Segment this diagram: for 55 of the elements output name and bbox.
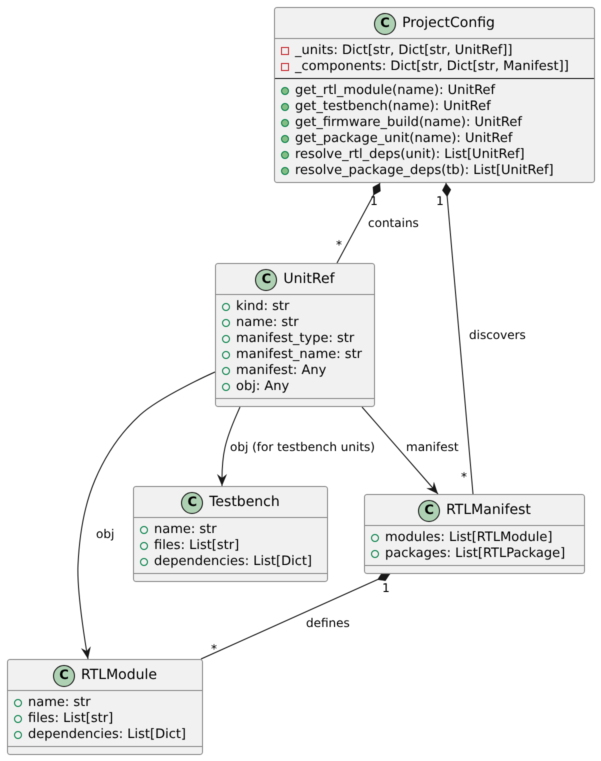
multiplicity-label: 1 xyxy=(382,581,390,595)
attribute-text: kind: str xyxy=(236,299,290,315)
attribute-text: name: str xyxy=(154,522,217,538)
multiplicity-label: 1 xyxy=(370,194,378,208)
edge-label: contains xyxy=(367,216,420,230)
class-name: Testbench xyxy=(209,494,280,511)
method-text: get_testbench(name): UnitRef xyxy=(295,99,491,115)
class-box xyxy=(215,263,375,407)
class-symbol: C xyxy=(255,268,278,290)
attribute-text: files: List[str] xyxy=(154,538,240,554)
class-name: RTLModule xyxy=(81,667,157,684)
attribute-text: _components: Dict[str, Dict[str, Manifest]] xyxy=(295,59,569,75)
composition-line xyxy=(200,572,390,660)
multiplicity-label: * xyxy=(461,470,467,484)
class-box xyxy=(274,7,595,183)
attribute-text: obj: Any xyxy=(236,379,290,395)
class-box xyxy=(133,486,328,582)
class-box xyxy=(364,494,585,574)
edge-label: obj (for testbench units) xyxy=(229,440,376,454)
class-symbol: C xyxy=(418,500,440,522)
attribute-text: name: str xyxy=(28,695,91,711)
association-arrow xyxy=(77,372,216,660)
multiplicity-label: 1 xyxy=(436,194,444,208)
attribute-text: packages: List[RTLPackage] xyxy=(385,546,566,562)
method-text: resolve_package_deps(tb): List[UnitRef] xyxy=(295,163,554,179)
method-text: resolve_rtl_deps(unit): List[UnitRef] xyxy=(295,147,525,163)
class-symbol: C xyxy=(181,492,204,514)
multiplicity-label: * xyxy=(211,642,217,656)
method-text: get_rtl_module(name): UnitRef xyxy=(295,83,496,99)
attribute-text: manifest_type: str xyxy=(236,331,354,347)
method-text: get_package_unit(name): UnitRef xyxy=(295,131,512,147)
edge-label: defines xyxy=(305,616,351,630)
edge-label: discovers xyxy=(468,328,527,342)
method-text: get_firmware_build(name): UnitRef xyxy=(295,115,522,131)
class-name: RTLManifest xyxy=(446,502,531,519)
class-name: UnitRef xyxy=(283,271,335,288)
association-arrow xyxy=(362,406,438,494)
attribute-text: files: List[str] xyxy=(28,711,114,727)
attribute-text: dependencies: List[Dict] xyxy=(28,727,186,743)
class-name: ProjectConfig xyxy=(402,15,495,32)
association-arrow xyxy=(217,406,240,486)
attribute-text: modules: List[RTLModule] xyxy=(385,530,552,546)
composition-line xyxy=(336,182,381,264)
multiplicity-label: * xyxy=(336,238,342,252)
attribute-text: manifest: Any xyxy=(236,363,326,379)
class-symbol: C xyxy=(53,664,76,686)
edge-label: obj xyxy=(95,527,116,541)
class-symbol: C xyxy=(374,12,396,34)
edge-label: manifest xyxy=(405,440,460,454)
class-box xyxy=(7,659,203,755)
attribute-text: manifest_name: str xyxy=(236,347,362,363)
attribute-text: dependencies: List[Dict] xyxy=(154,554,312,570)
attribute-text: _units: Dict[str, Dict[str, UnitRef]] xyxy=(295,43,512,59)
composition-line xyxy=(442,182,474,494)
attribute-text: name: str xyxy=(236,315,299,331)
